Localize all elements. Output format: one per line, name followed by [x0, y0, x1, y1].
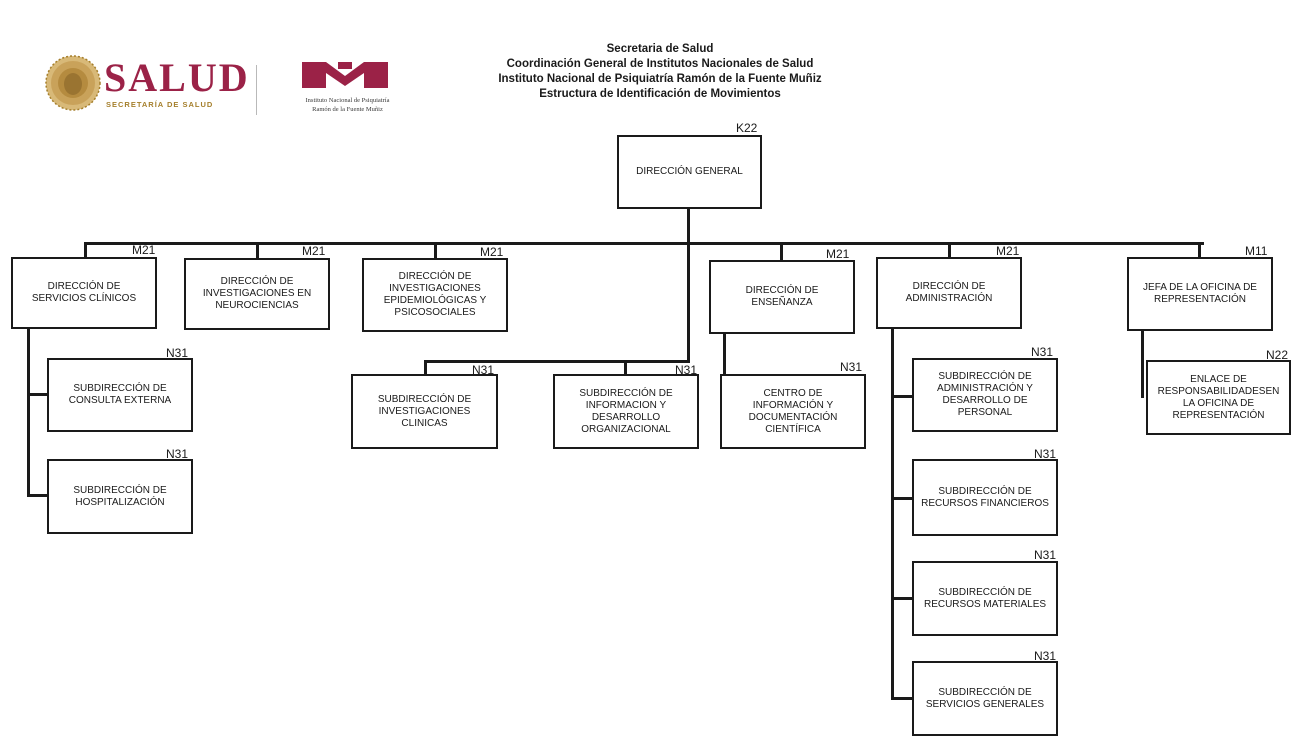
- position-code: N31: [166, 346, 189, 360]
- position-code: M21: [480, 245, 504, 259]
- position-code: M21: [996, 244, 1020, 258]
- position-code: K22: [736, 121, 758, 135]
- connector-line: [84, 242, 87, 258]
- org-box-ensenanza: DIRECCIÓN DE ENSEÑANZA: [709, 260, 855, 334]
- connector-line: [1198, 242, 1201, 259]
- connector-line: [624, 360, 627, 376]
- position-code: N31: [1031, 345, 1054, 359]
- org-box-oficina-representacion: JEFA DE LA OFICINA DE REPRESENTACIÓN: [1127, 257, 1273, 331]
- position-code: N31: [675, 363, 698, 377]
- connector-line: [424, 360, 427, 376]
- position-code: M21: [826, 247, 850, 261]
- position-code: N31: [166, 447, 189, 461]
- connector-line: [723, 332, 726, 378]
- logo-area: SALUD SECRETARÍA DE SALUD Instituto Naci…: [0, 30, 450, 150]
- connector-line: [84, 242, 1204, 245]
- org-box-servicios-clinicos: DIRECCIÓN DE SERVICIOS CLÍNICOS: [11, 257, 157, 329]
- institute-logo-line2: Ramón de la Fuente Muñiz: [312, 106, 383, 113]
- org-box-informacion-desarrollo: SUBDIRECCIÓN DE INFORMACION Y DESARROLLO…: [553, 374, 699, 449]
- position-code: N31: [1034, 649, 1057, 663]
- connector-line: [891, 395, 913, 398]
- institute-logo-line1: Instituto Nacional de Psiquiatría: [305, 97, 390, 104]
- connector-line: [891, 697, 913, 700]
- org-box-hospitalizacion: SUBDIRECCIÓN DE HOSPITALIZACIÓN: [47, 459, 193, 534]
- org-box-centro-informacion: CENTRO DE INFORMACIÓN Y DOCUMENTACIÓN CI…: [720, 374, 866, 449]
- connector-line: [27, 327, 30, 497]
- position-code: N31: [472, 363, 495, 377]
- org-box-epidemiologicas: DIRECCIÓN DE INVESTIGACIONES EPIDEMIOLÓG…: [362, 258, 508, 332]
- header-line-structure: Estructura de Identificación de Movimien…: [539, 88, 781, 100]
- connector-line: [256, 242, 259, 260]
- position-code: N31: [1034, 447, 1057, 461]
- institute-logo-text: Instituto Nacional de Psiquiatría Ramón …: [270, 96, 425, 114]
- connector-line: [27, 393, 49, 396]
- logo-divider: [256, 65, 257, 115]
- connector-line: [424, 360, 690, 363]
- org-box-servicios-generales: SUBDIRECCIÓN DE SERVICIOS GENERALES: [912, 661, 1058, 736]
- national-seal-icon: [45, 55, 101, 111]
- document-header: Secretaria de Salud Coordinación General…: [440, 42, 880, 102]
- position-code: M21: [302, 244, 326, 258]
- salud-logo-word: SALUD: [104, 55, 250, 100]
- org-box-recursos-financieros: SUBDIRECCIÓN DE RECURSOS FINANCIEROS: [912, 459, 1058, 536]
- salud-logo-subtitle: SECRETARÍA DE SALUD: [106, 100, 214, 109]
- connector-line: [687, 242, 690, 363]
- connector-line: [780, 242, 783, 261]
- connector-line: [434, 242, 437, 259]
- header-line-ministry: Secretaria de Salud: [606, 43, 714, 55]
- org-box-administracion: DIRECCIÓN DE ADMINISTRACIÓN: [876, 257, 1022, 329]
- institute-logo-icon: [302, 62, 388, 88]
- org-box-investigaciones-clinicas: SUBDIRECCIÓN DE INVESTIGACIONES CLINICAS: [351, 374, 498, 449]
- position-code: M11: [1245, 244, 1268, 258]
- org-box-recursos-materiales: SUBDIRECCIÓN DE RECURSOS MATERIALES: [912, 561, 1058, 636]
- position-code: N22: [1266, 348, 1289, 362]
- position-code: M21: [132, 243, 156, 257]
- connector-line: [1141, 329, 1144, 398]
- header-line-institute: Instituto Nacional de Psiquiatría Ramón …: [498, 73, 822, 85]
- org-box-admin-personal: SUBDIRECCIÓN DE ADMINISTRACIÓN Y DESARRO…: [912, 358, 1058, 432]
- connector-line: [27, 494, 49, 497]
- org-box-enlace-responsabilidades: ENLACE DE RESPONSABILIDADESEN LA OFICINA…: [1146, 360, 1291, 435]
- org-box-neurociencias: DIRECCIÓN DE INVESTIGACIONES EN NEUROCIE…: [184, 258, 330, 330]
- connector-line: [687, 207, 690, 245]
- connector-line: [948, 242, 951, 259]
- position-code: N31: [840, 360, 863, 374]
- org-box-consulta-externa: SUBDIRECCIÓN DE CONSULTA EXTERNA: [47, 358, 193, 432]
- connector-line: [891, 327, 894, 700]
- connector-line: [891, 497, 913, 500]
- header-line-coordination: Coordinación General de Institutos Nacio…: [506, 58, 814, 70]
- org-box-direccion-general: DIRECCIÓN GENERAL: [617, 135, 762, 209]
- connector-line: [891, 597, 913, 600]
- position-code: N31: [1034, 548, 1057, 562]
